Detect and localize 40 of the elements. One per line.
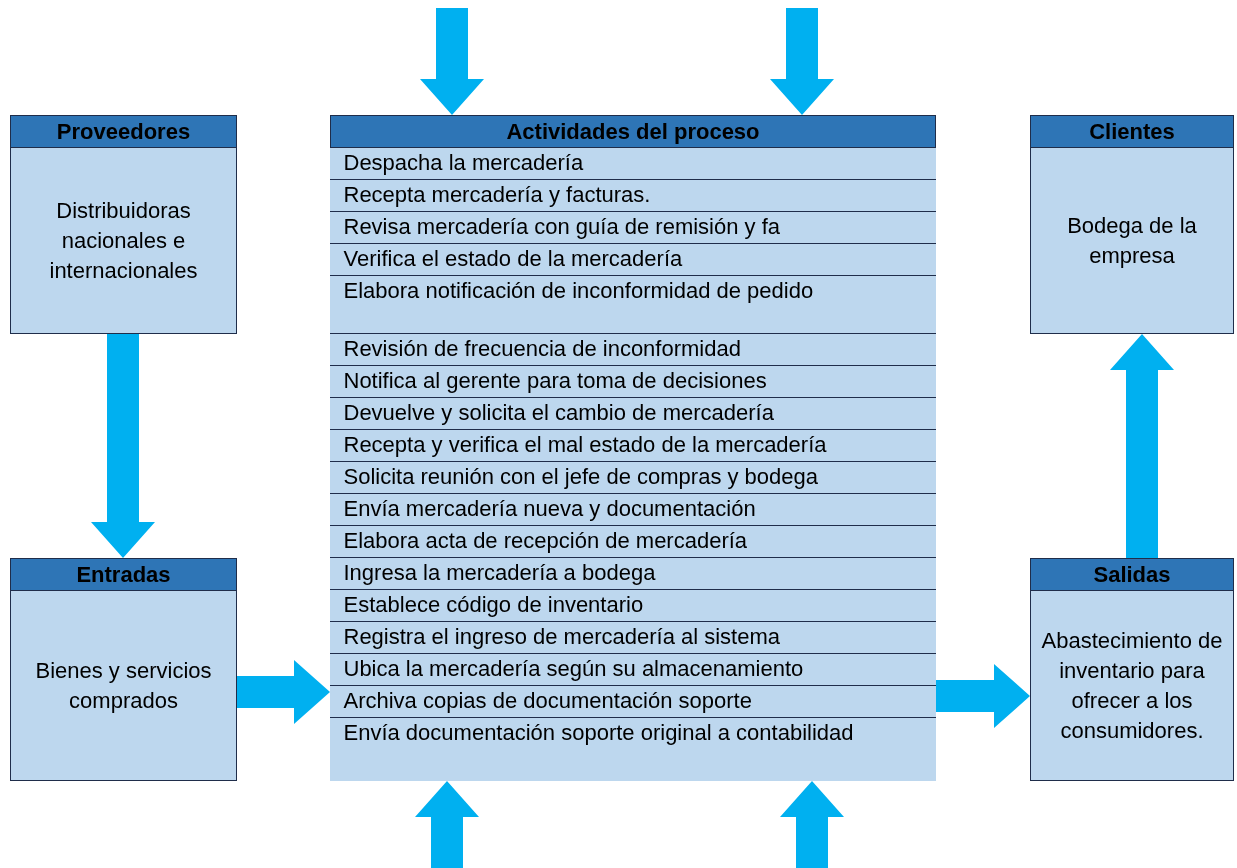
labeled-box (1030, 558, 1234, 781)
table-row: Envía documentación soporte original a contabilidad (329, 716, 936, 781)
table-row: Envía mercadería nueva y documentación (329, 492, 936, 525)
table-row: Revisa mercadería con guía de remisión y fa (329, 210, 936, 243)
arrow (780, 781, 844, 868)
table-row: Despacha la mercadería (329, 146, 936, 179)
arrow (237, 660, 330, 724)
box-header: Entradas (11, 559, 236, 591)
arrow (420, 8, 484, 115)
box-header: Actividades del proceso (331, 116, 935, 148)
table-row: Notifica al gerente para toma de decisiones (329, 364, 936, 397)
arrow (1110, 334, 1174, 558)
process-table (330, 115, 936, 781)
table-row: Verifica el estado de la mercadería (329, 242, 936, 275)
table-row: Ubica la mercadería según su almacenamiento (329, 652, 936, 685)
table-row: Establece código de inventario (329, 588, 936, 621)
table-row: Revisión de frecuencia de inconformidad (329, 332, 936, 365)
box-text: Bodega de la empresa (1066, 211, 1198, 270)
labeled-box (10, 558, 237, 781)
box-header: Proveedores (11, 116, 236, 148)
box-header: Salidas (1031, 559, 1233, 591)
arrow (770, 8, 834, 115)
arrow (91, 334, 155, 558)
labeled-box (10, 115, 237, 334)
table-row: Solicita reunión con el jefe de compras y bodega (329, 460, 936, 493)
box-text: Abastecimiento de inventario para ofrecer a los consumidores. (1040, 626, 1224, 745)
table-row: Devuelve y solicita el cambio de mercadería (329, 396, 936, 429)
table-row: Elabora notificación de inconformidad de pedido (329, 274, 936, 333)
box-text: Distribuidoras nacionales e internacionales (48, 196, 199, 285)
table-row: Recepta mercadería y facturas. (329, 178, 936, 211)
arrow (936, 664, 1030, 728)
labeled-box (1030, 115, 1234, 334)
table-row: Registra el ingreso de mercadería al sistema (329, 620, 936, 653)
box-header: Clientes (1031, 116, 1233, 148)
table-row: Archiva copias de documentación soporte (329, 684, 936, 717)
table-row: Recepta y verifica el mal estado de la mercadería (329, 428, 936, 461)
arrow (415, 781, 479, 868)
table-row: Elabora acta de recepción de mercadería (329, 524, 936, 557)
table-row: Ingresa la mercadería a bodega (329, 556, 936, 589)
box-text: Bienes y servicios comprados (34, 656, 213, 715)
